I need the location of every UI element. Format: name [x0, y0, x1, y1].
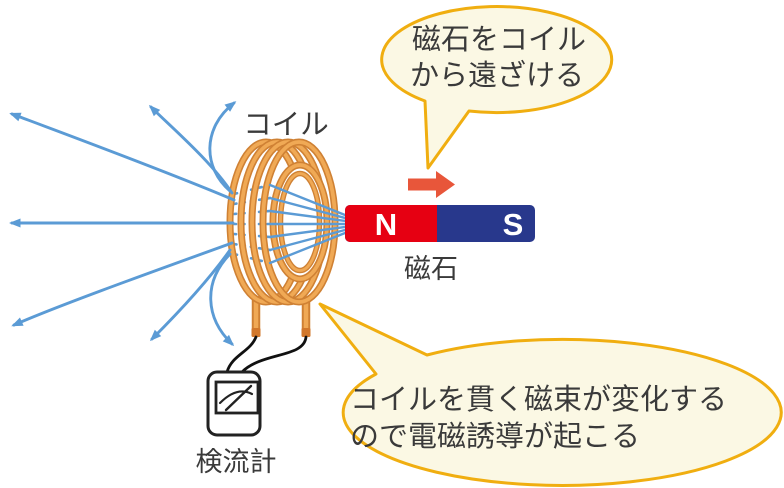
galvanometer-label: 検流計	[196, 447, 277, 477]
coil-terminal-right	[301, 328, 311, 337]
magnet-label: 磁石	[404, 254, 458, 284]
field-line-lower-left	[11, 241, 234, 327]
coil-terminal-left	[251, 328, 261, 337]
magnet-s-label: S	[503, 207, 524, 242]
field-line-coil-bottom	[209, 252, 235, 347]
callout-move-line2: から遠ざける	[410, 59, 584, 92]
magnet: N S	[345, 205, 535, 242]
magnet-n-label: N	[375, 207, 397, 242]
callout-induction-bubble	[318, 302, 783, 487]
lead-wire-left	[225, 335, 258, 374]
coil-inner-ring-fill	[279, 172, 321, 272]
field-line-down	[149, 248, 232, 342]
coil-label: コイル	[243, 109, 329, 141]
coil	[226, 138, 339, 306]
flux-dash-line	[232, 252, 272, 265]
callout-move-magnet: 磁石をコイル から遠ざける	[380, 5, 614, 170]
lead-wire-right	[240, 335, 308, 374]
coil-front-opening-ring	[271, 163, 329, 281]
move-direction-arrow-icon	[408, 171, 455, 198]
flux-fan-line	[268, 196, 352, 221]
coil-winding-fill	[261, 140, 337, 304]
callout-move-line1: 磁石をコイル	[412, 23, 586, 56]
field-line-coil-top	[208, 101, 237, 193]
field-line-up	[148, 104, 234, 195]
lead-wires	[225, 335, 308, 374]
field-line-upper-left	[9, 112, 236, 202]
flux-fan-lines	[268, 183, 352, 265]
flux-fan-line	[268, 229, 352, 265]
flux-fan-line	[268, 225, 352, 239]
callout-induction-line2: ので電磁誘導が起こる	[350, 420, 640, 453]
part-labels: コイル 磁石 検流計	[196, 109, 459, 477]
flux-fan-line	[268, 209, 352, 223]
galvanometer	[206, 370, 262, 437]
galvanometer-scale-arc	[218, 390, 254, 405]
callout-induction-line1: コイルを貫く磁束が変化する	[350, 383, 727, 416]
field-lines	[9, 101, 237, 347]
galvanometer-needle-icon	[224, 384, 253, 412]
magnet-n-pole	[345, 205, 437, 242]
flux-fan-line	[268, 227, 352, 252]
callout-move-bubble	[380, 5, 614, 170]
callout-induction: コイルを貫く磁束が変化する ので電磁誘導が起こる	[318, 302, 783, 487]
flux-fan-line	[268, 183, 352, 219]
